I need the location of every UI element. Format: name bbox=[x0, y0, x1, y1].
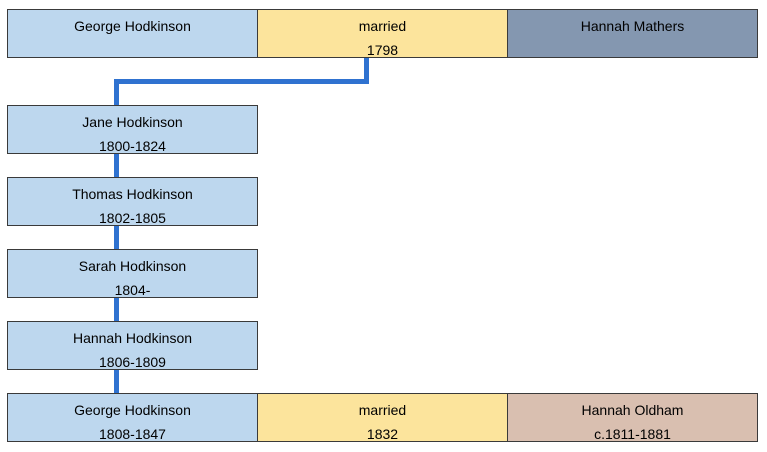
top-marriage-label: married bbox=[358, 18, 407, 34]
bottom-husband-box: George Hodkinson 1808-1847 bbox=[7, 393, 258, 442]
child-name: Sarah Hodkinson bbox=[78, 258, 187, 274]
children-connector-5 bbox=[114, 369, 119, 394]
child-dates: 1806-1809 bbox=[99, 354, 166, 370]
marriage-to-children-connector-vertical bbox=[364, 57, 369, 84]
children-connector-3 bbox=[114, 225, 119, 250]
child-name: Thomas Hodkinson bbox=[72, 186, 193, 202]
top-husband-box: George Hodkinson bbox=[7, 9, 258, 58]
children-connector-4 bbox=[114, 297, 119, 322]
child-box-thomas: Thomas Hodkinson 1802-1805 bbox=[7, 177, 258, 226]
child-box-hannah: Hannah Hodkinson 1806-1809 bbox=[7, 321, 258, 370]
top-wife-box: Hannah Mathers bbox=[507, 9, 758, 58]
children-connector-1 bbox=[114, 79, 119, 106]
child-dates: 1802-1805 bbox=[99, 210, 166, 226]
top-marriage-box: married 1798 bbox=[257, 9, 508, 58]
top-husband-name: George Hodkinson bbox=[74, 18, 191, 34]
bottom-marriage-box: married 1832 bbox=[257, 393, 508, 442]
children-connector-2 bbox=[114, 153, 119, 178]
child-box-sarah: Sarah Hodkinson 1804- bbox=[7, 249, 258, 298]
bottom-wife-dates: c.1811-1881 bbox=[594, 426, 671, 442]
bottom-wife-name: Hannah Oldham bbox=[581, 402, 684, 418]
child-box-jane: Jane Hodkinson 1800-1824 bbox=[7, 105, 258, 154]
child-dates: 1804- bbox=[114, 282, 151, 298]
bottom-marriage-year: 1832 bbox=[366, 426, 399, 442]
child-name: Hannah Hodkinson bbox=[72, 330, 193, 346]
bottom-wife-box: Hannah Oldham c.1811-1881 bbox=[507, 393, 758, 442]
bottom-marriage-label: married bbox=[358, 402, 407, 418]
marriage-to-children-connector-horizontal bbox=[114, 79, 369, 84]
child-dates: 1800-1824 bbox=[99, 138, 166, 154]
top-marriage-year: 1798 bbox=[366, 42, 399, 58]
child-name: Jane Hodkinson bbox=[82, 114, 183, 130]
bottom-husband-name: George Hodkinson bbox=[74, 402, 191, 418]
top-wife-name: Hannah Mathers bbox=[580, 18, 685, 34]
bottom-husband-dates: 1808-1847 bbox=[99, 426, 166, 442]
